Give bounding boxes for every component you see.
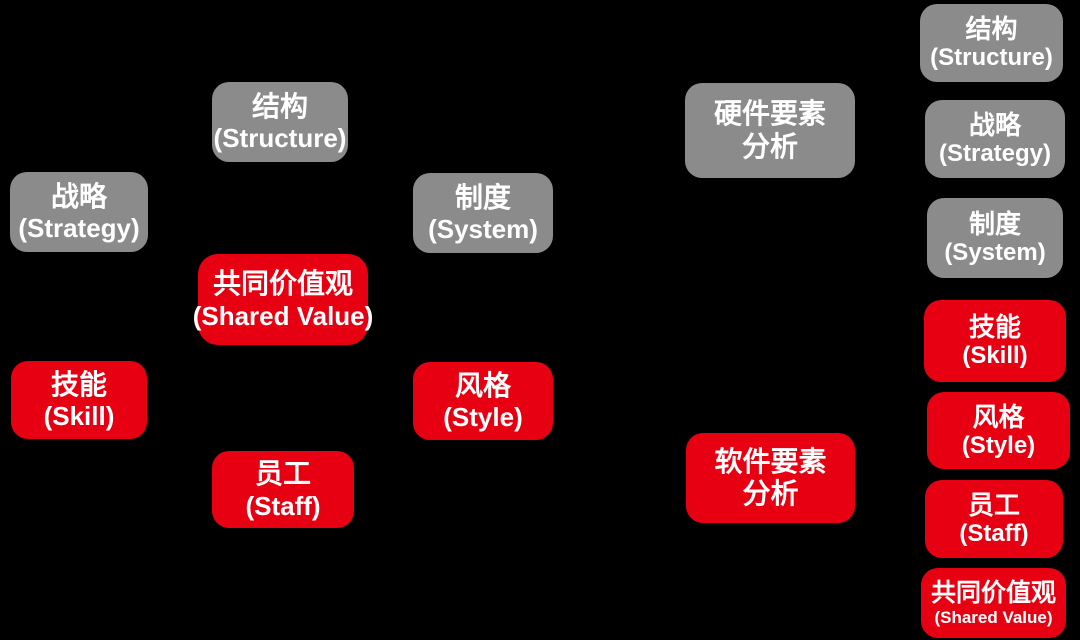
label-line2: 分析 — [741, 130, 798, 162]
node-label-en: (Strategy) — [938, 140, 1052, 168]
node-label-zh: 员工 — [254, 458, 311, 490]
node-system: 制度 (System) — [413, 173, 553, 253]
label-hardware-analysis: 硬件要素 分析 — [685, 83, 855, 178]
node-staff: 员工 (Staff) — [212, 451, 354, 528]
node-label-zh: 员工 — [967, 490, 1020, 520]
summary-node-skill: 技能 (Skill) — [924, 300, 1066, 382]
node-label-en: (Style) — [961, 431, 1036, 459]
summary-node-strategy: 战略 (Strategy) — [925, 100, 1065, 178]
node-label-en: (Skill) — [962, 342, 1028, 370]
label-line1: 硬件要素 — [713, 98, 826, 130]
node-label-zh: 结构 — [965, 14, 1018, 44]
node-label-en: (System) — [944, 239, 1046, 267]
node-label-zh: 战略 — [50, 180, 107, 212]
node-structure: 结构 (Structure) — [212, 82, 348, 162]
node-label-en: (Shared Value) — [192, 300, 374, 331]
node-label-zh: 风格 — [972, 401, 1025, 432]
node-skill: 技能 (Skill) — [11, 361, 147, 439]
node-label-zh: 制度 — [968, 209, 1021, 239]
summary-node-shared-value: 共同价值观 (Shared Value) — [921, 568, 1066, 638]
label-line2: 分析 — [742, 478, 799, 509]
summary-node-style: 风格 (Style) — [927, 392, 1070, 469]
node-label-en: (Style) — [443, 402, 523, 433]
node-label-en: (Shared Value) — [934, 607, 1053, 627]
node-label-zh: 制度 — [454, 181, 511, 213]
node-label-zh: 共同价值观 — [930, 578, 1056, 607]
node-label-zh: 战略 — [968, 110, 1021, 140]
node-label-zh: 共同价值观 — [212, 268, 353, 300]
node-label-en: (Skill) — [43, 401, 115, 432]
node-shared-value: 共同价值观 (Shared Value) — [193, 254, 373, 345]
node-strategy: 战略 (Strategy) — [10, 172, 148, 252]
label-software-analysis: 软件要素 分析 — [686, 433, 855, 523]
summary-node-structure: 结构 (Structure) — [920, 4, 1063, 82]
node-label-zh: 技能 — [50, 368, 107, 400]
node-label-zh: 风格 — [454, 369, 511, 401]
node-label-en: (Structure) — [213, 123, 347, 154]
node-label-en: (System) — [428, 214, 538, 245]
summary-node-staff: 员工 (Staff) — [925, 480, 1063, 558]
node-label-en: (Structure) — [930, 44, 1053, 72]
node-label-en: (Staff) — [959, 520, 1029, 548]
node-label-en: (Strategy) — [18, 213, 140, 244]
label-line1: 软件要素 — [714, 445, 827, 477]
node-label-zh: 结构 — [251, 90, 308, 122]
summary-node-system: 制度 (System) — [927, 198, 1063, 278]
node-label-zh: 技能 — [968, 312, 1021, 342]
node-style: 风格 (Style) — [413, 362, 553, 440]
node-label-en: (Staff) — [245, 490, 321, 521]
